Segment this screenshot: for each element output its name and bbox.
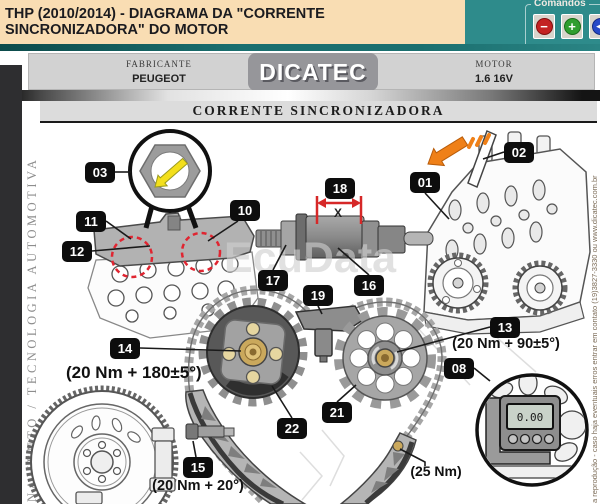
zoom-in-button[interactable]: + [561, 14, 583, 39]
dial-gauge-callout: 0.00 [475, 373, 589, 487]
svg-text:01: 01 [418, 175, 432, 190]
dicatec-logo-text: DICATEC [259, 58, 367, 85]
torque-label-14: (20 Nm + 180±5°) [66, 363, 202, 382]
cylinder-head-right [423, 131, 591, 335]
callout-08: 08 [444, 358, 474, 379]
highlight-dashed-circle-right [180, 231, 222, 273]
callout-11: 11 [76, 211, 106, 232]
svg-text:13: 13 [498, 320, 512, 335]
left-dark-bar [0, 65, 22, 504]
dimension-x-bracket [315, 196, 363, 224]
callout-15: 15 [183, 457, 213, 478]
callout-21: 21 [322, 402, 352, 423]
svg-text:15: 15 [191, 460, 205, 475]
yellow-arrow-icon [154, 157, 189, 188]
svg-text:10: 10 [238, 203, 252, 218]
callout-03: 03 [85, 162, 115, 183]
section-title-band: CORRENTE SINCRONIZADORA [40, 101, 597, 123]
separator-bar [0, 44, 600, 51]
manufacturer-label: FABRICANTE [126, 59, 192, 69]
tensioner-piston [255, 213, 434, 261]
motor-label: MOTOR [475, 59, 513, 69]
commands-panel: Comandos − + ◀ [465, 0, 600, 51]
callout-14: 14 [110, 338, 140, 359]
dial-reading: 0.00 [517, 411, 544, 424]
dimension-label: X [334, 206, 342, 220]
callout-22: 22 [277, 418, 307, 439]
locking-pin-tool [185, 423, 235, 440]
svg-text:18: 18 [333, 181, 347, 196]
window-title: THP (2010/2014) - DIAGRAMA DA "CORRENTE … [5, 6, 325, 38]
zoom-out-button[interactable]: − [533, 14, 555, 39]
magnifier-callout [128, 129, 212, 229]
dial-display [506, 403, 554, 430]
torque-label-13: (20 Nm + 90±5°) [452, 336, 560, 352]
cylinder-head-left [87, 212, 259, 339]
svg-text:21: 21 [330, 405, 344, 420]
metallic-divider [0, 90, 600, 101]
svg-text:11: 11 [84, 214, 98, 229]
dicatec-logo: DICATEC [248, 53, 378, 91]
svg-text:19: 19 [311, 288, 325, 303]
intake-vvt-sprocket [198, 297, 308, 407]
torque-label-15: (20 Nm + 20°) [152, 478, 244, 494]
callout-16: 16 [354, 275, 384, 296]
header-band: FABRICANTE PEUGEOT DICATEC MOTOR 1.6 16V [28, 53, 595, 91]
callout-01: 01 [410, 172, 440, 193]
svg-text:08: 08 [452, 361, 466, 376]
plus-icon: + [563, 18, 581, 35]
commands-legend: Comandos [531, 0, 589, 9]
fixed-guide-rail [339, 432, 417, 504]
callout-17: 17 [258, 270, 288, 291]
minus-icon: − [535, 18, 553, 35]
svg-text:14: 14 [118, 341, 133, 356]
callout-12: 12 [62, 241, 92, 262]
lever-tool [467, 129, 497, 189]
chain-guide-top [294, 305, 365, 363]
rotation-arrow-icon [427, 133, 491, 167]
svg-text:12: 12 [70, 244, 84, 259]
watermark: EcuData [224, 234, 397, 282]
manufacturer-block: FABRICANTE PEUGEOT [84, 54, 234, 89]
highlight-dashed-circle-left [110, 235, 154, 279]
svg-text:17: 17 [266, 273, 280, 288]
callout-02: 02 [504, 142, 534, 163]
svg-text:22: 22 [285, 421, 299, 436]
motor-value: 1.6 16V [475, 73, 513, 85]
motor-block: MOTOR 1.6 16V [419, 54, 569, 89]
flywheel [25, 385, 179, 504]
callout-10: 10 [230, 200, 260, 221]
svg-text:16: 16 [362, 278, 376, 293]
svg-text:02: 02 [512, 145, 526, 160]
go-first-button[interactable]: ◀ [589, 14, 600, 39]
leader-lines [91, 151, 505, 466]
section-title: CORRENTE SINCRONIZADORA [192, 103, 445, 118]
callout-18: 18 [325, 178, 355, 199]
callout-13: 13 [490, 317, 520, 338]
head-sprocket-right [512, 260, 568, 316]
svg-text:03: 03 [93, 165, 107, 180]
commands-fieldset: Comandos − + ◀ [525, 0, 600, 49]
torque-label-guide: (25 Nm) [410, 463, 461, 479]
callout-19: 19 [303, 285, 333, 306]
manufacturer-value: PEUGEOT [132, 73, 186, 85]
head-sprocket-left [427, 252, 489, 314]
window-title-bar: THP (2010/2014) - DIAGRAMA DA "CORRENTE … [0, 0, 465, 44]
exhaust-sprocket [334, 307, 436, 409]
